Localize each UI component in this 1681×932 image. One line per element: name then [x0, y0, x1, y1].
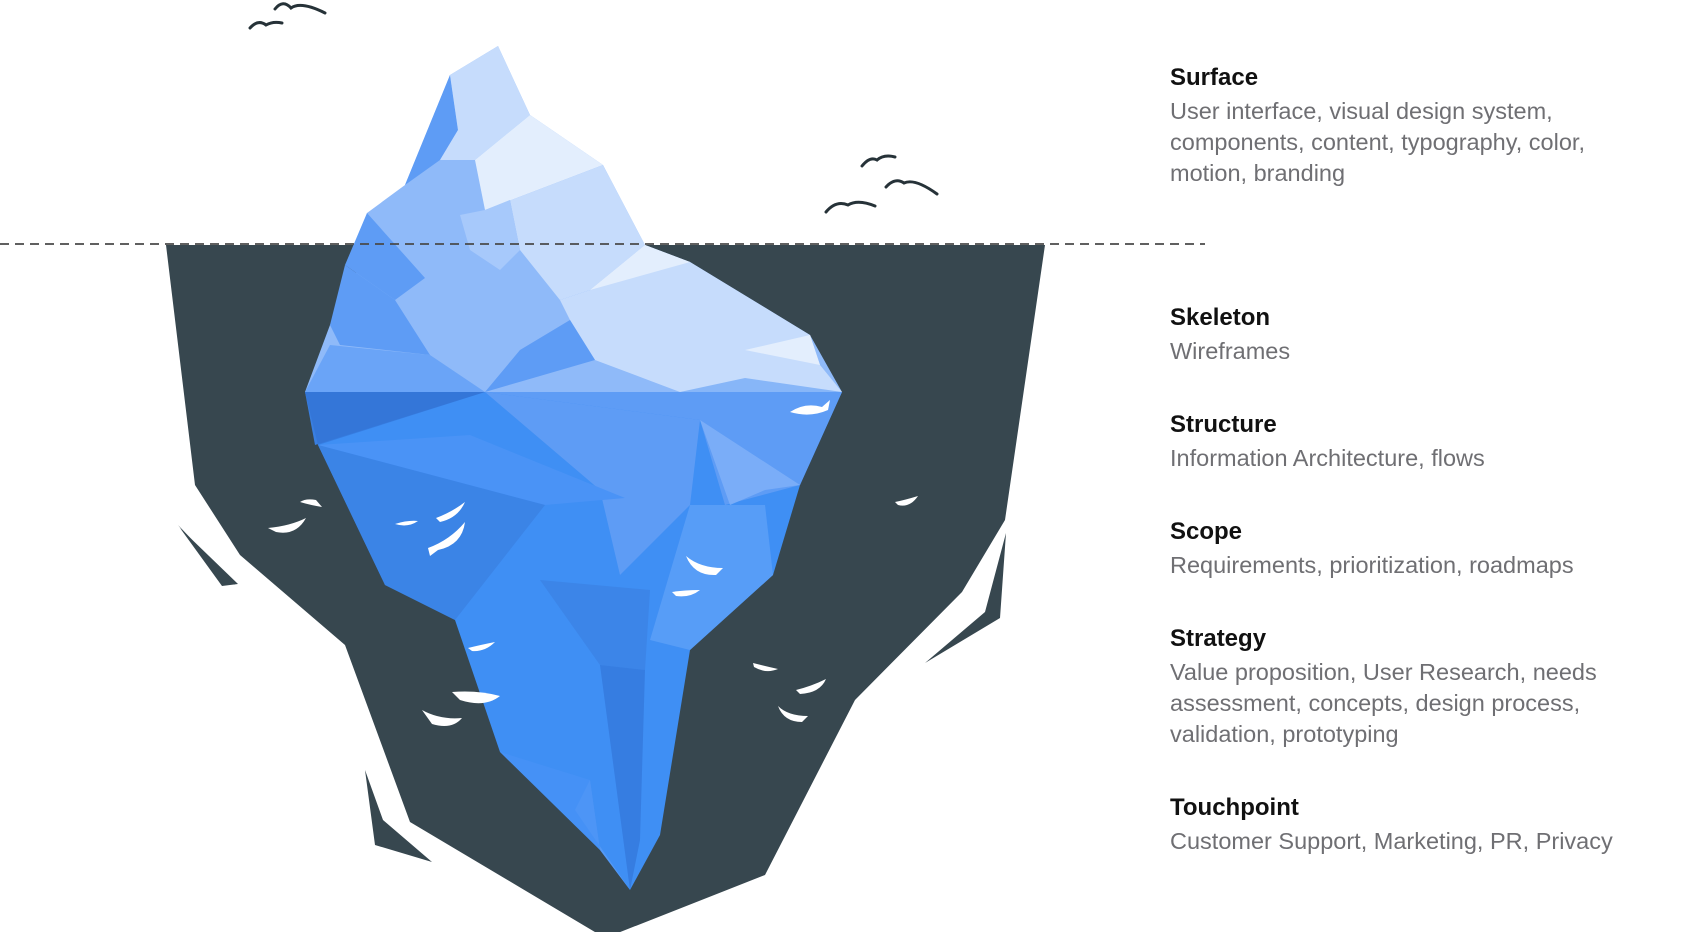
fish-icon — [753, 663, 778, 672]
fish-icon — [268, 518, 306, 533]
bird-icon — [860, 154, 897, 168]
layer-structure: Structure Information Architecture, flow… — [1170, 410, 1660, 474]
layer-surface: Surface User interface, visual design sy… — [1170, 63, 1660, 189]
fish-icon — [395, 520, 418, 526]
layer-skeleton: Skeleton Wireframes — [1170, 303, 1660, 367]
layer-title-touchpoint: Touchpoint — [1170, 794, 1299, 821]
fish-icon — [672, 590, 700, 597]
iceberg-submerged — [305, 392, 842, 890]
fish-icon — [778, 706, 808, 722]
fish-icon — [468, 642, 495, 652]
layer-title-structure: Structure — [1170, 411, 1277, 438]
layer-title-skeleton: Skeleton — [1170, 304, 1271, 331]
fish-icon — [895, 496, 918, 506]
layer-scope: Scope Requirements, prioritization, road… — [1170, 517, 1660, 581]
iceberg-tip — [305, 46, 842, 392]
layer-title-strategy: Strategy — [1170, 625, 1267, 652]
fish-icons — [268, 400, 918, 726]
bird-icons — [248, 2, 939, 214]
layer-description-skeleton: Wireframes — [1170, 338, 1291, 364]
fish-icon — [452, 691, 500, 704]
fish-icon — [422, 710, 462, 726]
layer-description-structure: Information Architecture, flows — [1170, 445, 1485, 471]
bird-icon — [884, 179, 939, 196]
bird-icon — [248, 20, 284, 30]
fish-icon — [790, 400, 830, 415]
fish-icon — [686, 556, 723, 576]
fish-icon — [436, 502, 465, 522]
fish-icon — [796, 679, 826, 694]
layer-description-strategy: Value proposition, User Research, needs … — [1170, 659, 1597, 747]
layer-description-touchpoint: Customer Support, Marketing, PR, Privacy — [1170, 828, 1613, 854]
layer-title-surface: Surface — [1170, 64, 1259, 91]
fish-icon — [300, 499, 322, 507]
layer-touchpoint: Touchpoint Customer Support, Marketing, … — [1170, 793, 1660, 857]
layer-description-surface: User interface, visual design system, co… — [1170, 98, 1585, 186]
bird-icon — [824, 200, 877, 214]
layer-description-scope: Requirements, prioritization, roadmaps — [1170, 552, 1574, 578]
layer-strategy: Strategy Value proposition, User Researc… — [1170, 624, 1660, 750]
bird-icon — [273, 2, 327, 15]
layer-title-scope: Scope — [1170, 518, 1243, 545]
fish-icon — [428, 522, 465, 556]
